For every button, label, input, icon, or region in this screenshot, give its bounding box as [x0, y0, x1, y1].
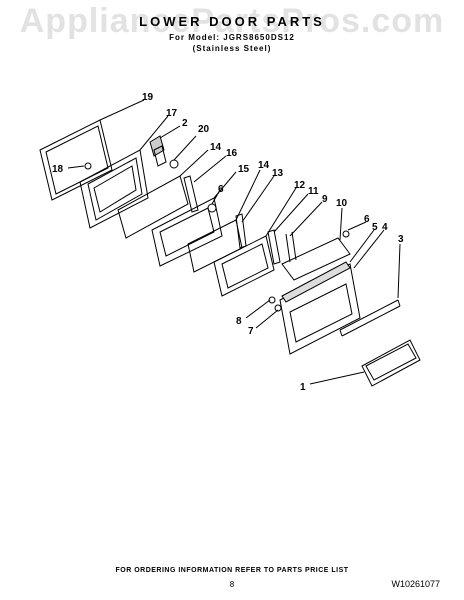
callout-labels: 19 17 2 20 14 16 18 15 6 14 13 12 11 9 1…: [52, 92, 404, 393]
callout-label: 1: [300, 382, 306, 393]
callout-label: 9: [322, 194, 328, 205]
callout-label: 4: [382, 222, 388, 233]
callout-label: 19: [142, 92, 154, 103]
callout-label: 12: [294, 180, 306, 191]
part-11-strip: [267, 229, 281, 265]
callout-label: 14: [258, 160, 270, 171]
part-9-bracket: [285, 231, 297, 263]
part-20-screw: [169, 159, 179, 169]
callout-label: 18: [52, 164, 64, 175]
callout-label: 17: [166, 108, 178, 119]
part-15-middle-frame: [151, 197, 223, 267]
callout-label: 14: [210, 142, 222, 153]
part-6-screw: [207, 203, 217, 213]
callout-label: 8: [236, 316, 242, 327]
part-16-spacer: [183, 175, 199, 213]
model-line: For Model: JGRS8650DS12: [169, 33, 295, 42]
part-3-handle: [339, 299, 401, 337]
callout-label: 6: [218, 184, 224, 195]
part-18-screw: [84, 162, 92, 170]
part-7-washer: [274, 304, 282, 312]
callout-label: 11: [308, 186, 319, 197]
callout-label: 13: [272, 168, 284, 179]
part-19-rear-glass: [39, 119, 113, 201]
part-10-vent-trim: [281, 237, 351, 281]
callout-label: 3: [398, 234, 404, 245]
part-14-glass-upper: [117, 175, 189, 239]
part-12-inner-window: [213, 235, 275, 297]
document-number: W10261077: [391, 579, 440, 589]
page-title: LOWER DOOR PARTS: [139, 14, 325, 29]
part-6-screw-lower: [342, 230, 350, 238]
part-4-outer-door: [279, 261, 361, 355]
callout-label: 20: [198, 124, 210, 135]
callout-label: 15: [238, 164, 250, 175]
part-2-hinge-bracket: [149, 135, 167, 167]
finish-line: (Stainless Steel): [192, 44, 272, 53]
part-1-gasket: [361, 339, 421, 387]
callout-label: 5: [372, 222, 378, 233]
ordering-note: FOR ORDERING INFORMATION REFER TO PARTS …: [115, 567, 349, 574]
part-17-inner-frame: [79, 149, 149, 229]
callout-label: 2: [182, 118, 188, 129]
part-8-screw: [268, 296, 276, 304]
callout-label: 16: [226, 148, 238, 159]
callout-label: 6: [364, 214, 370, 225]
leader-lines: [67, 99, 401, 385]
callout-label: 10: [336, 198, 348, 209]
page-number: 8: [229, 580, 235, 589]
callout-label: 7: [248, 326, 254, 337]
